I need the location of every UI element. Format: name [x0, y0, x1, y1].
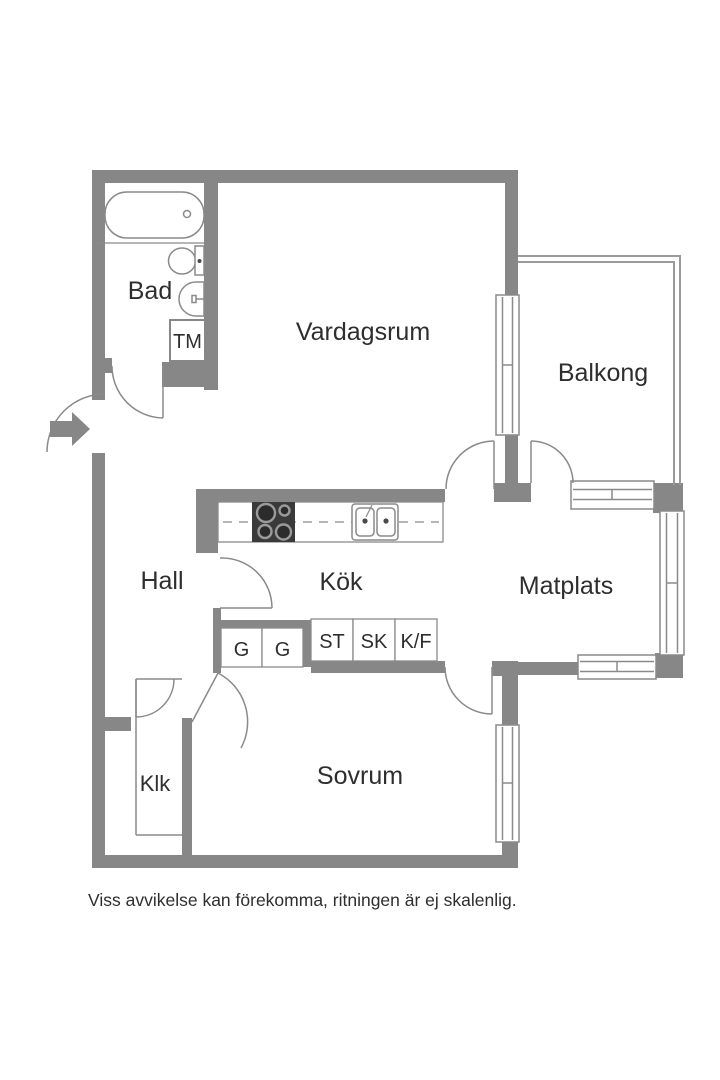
door-bad	[111, 365, 164, 419]
door-sovrum-matplats	[444, 666, 493, 715]
cabinet-label-sk: SK	[361, 631, 388, 653]
door-vardagsrum-matplats	[445, 440, 495, 490]
kitchen-counter	[217, 501, 444, 543]
balcony-outline	[518, 255, 681, 485]
washing-machine-label: TM	[173, 331, 202, 353]
room-label-sovrum: Sovrum	[317, 762, 403, 790]
room-labels: Bad Vardagsrum Balkong Hall Kök Matplats…	[128, 277, 648, 796]
window-sovrum-right	[495, 724, 520, 843]
kitchen-sink-icon	[351, 503, 399, 541]
entrance-arrow-icon	[50, 412, 90, 446]
room-label-hall: Hall	[140, 567, 183, 595]
window-matplats-bottom	[577, 654, 657, 680]
door-sovrum-hall	[191, 672, 249, 749]
door-klk	[135, 678, 175, 718]
window-matplats-right	[659, 510, 685, 656]
washing-machine: TM	[169, 319, 206, 362]
room-label-vardagsrum: Vardagsrum	[296, 318, 430, 346]
room-label-bad: Bad	[128, 277, 172, 305]
cabinet-label-kf: K/F	[400, 631, 431, 653]
walls	[92, 170, 683, 868]
door-balkong	[530, 440, 574, 484]
cabinet-label-g1: G	[234, 639, 250, 661]
disclaimer-text: Viss avvikelse kan förekomma, ritningen …	[88, 890, 517, 910]
bathtub-icon	[98, 191, 205, 244]
klk-outline	[135, 678, 182, 836]
room-label-balkong: Balkong	[558, 359, 648, 387]
toilet-icon	[167, 245, 205, 276]
door-kok	[219, 557, 273, 609]
cabinet-label-st: ST	[319, 631, 345, 653]
room-label-kok: Kök	[319, 568, 363, 596]
cabinet-label-g2: G	[275, 639, 291, 661]
room-label-matplats: Matplats	[519, 572, 613, 600]
cabinets: G G ST SK K/F	[220, 618, 438, 668]
stove-icon	[252, 502, 295, 542]
window-vardagsrum-balkong	[495, 294, 520, 436]
bathroom-sink-icon	[178, 281, 205, 317]
window-matplats-top	[570, 480, 655, 510]
room-label-klk: Klk	[140, 771, 172, 796]
entrance-door	[46, 393, 106, 453]
